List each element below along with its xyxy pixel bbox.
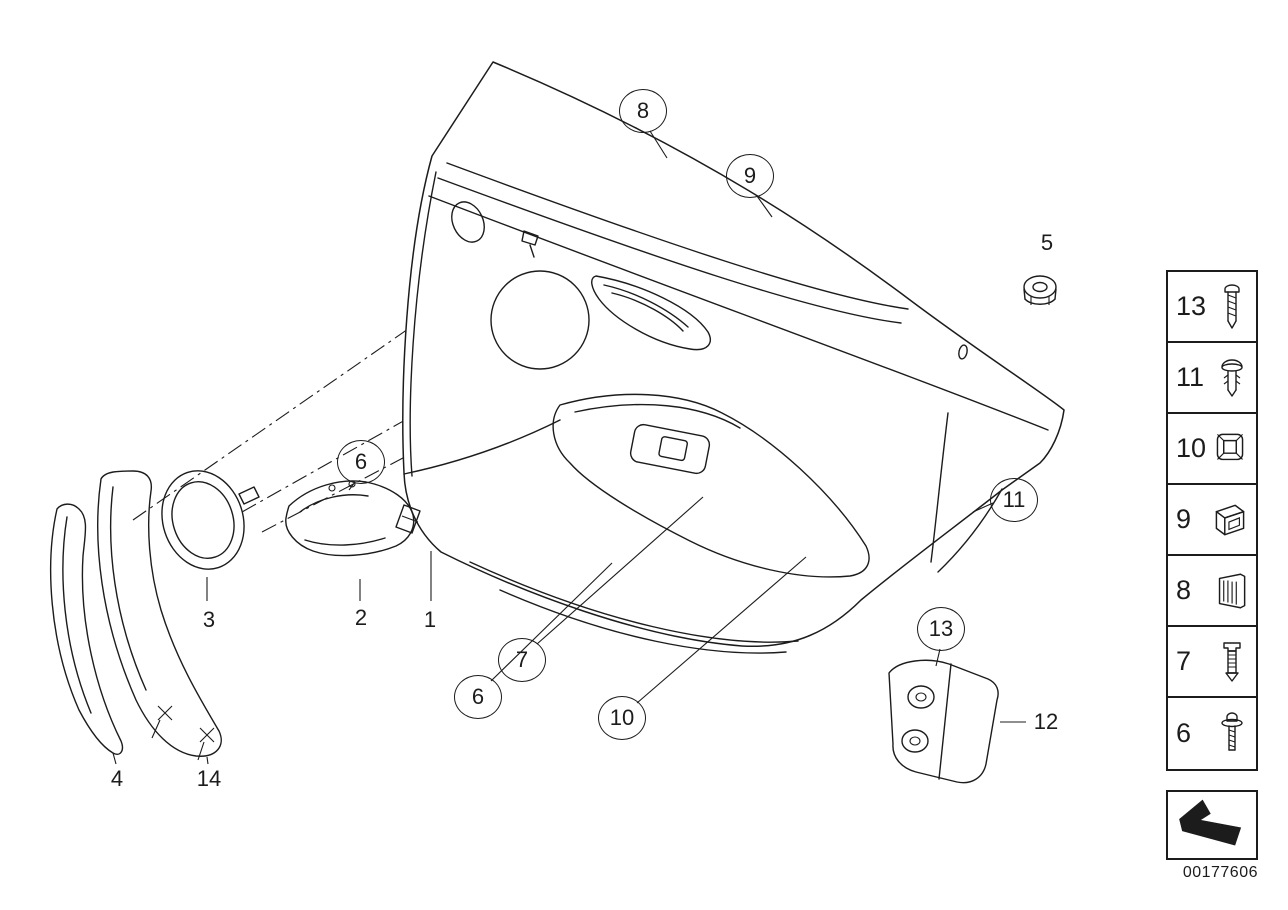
legend-label: 13	[1176, 291, 1207, 321]
expanding-rivet-icon	[1221, 358, 1243, 397]
callout-4: 4	[110, 766, 124, 791]
carrier-part14	[97, 470, 222, 761]
legend-row-11: 11	[1168, 343, 1256, 414]
legend-label: 6	[1176, 718, 1192, 748]
retaining-clip-icon	[1215, 504, 1245, 535]
expansion-fastener-icon	[1223, 641, 1241, 682]
diagram-number: 00177606	[1182, 864, 1258, 881]
legend-row-6: 6	[1168, 698, 1256, 769]
cage-nut-part5	[1023, 275, 1057, 305]
travel-direction-box	[1166, 790, 1258, 860]
speaker-ring-part3	[161, 470, 260, 570]
hardware-legend: 13 11 10	[1166, 270, 1258, 771]
callout-14: 14	[196, 766, 222, 791]
legend-label: 7	[1176, 646, 1192, 676]
trim-strip-part4	[50, 503, 124, 755]
legend-label: 10	[1176, 433, 1207, 463]
legend-label: 8	[1176, 575, 1192, 605]
callout-6-upper: 6	[337, 440, 385, 484]
legend-row-7: 7	[1168, 627, 1256, 698]
travel-direction-arrow-icon	[1179, 799, 1242, 846]
armrest	[552, 393, 870, 578]
callout-1: 1	[423, 607, 437, 632]
callout-12: 12	[1033, 709, 1059, 734]
callout-6-lower: 6	[454, 675, 502, 719]
door-handle	[591, 275, 711, 351]
grommet-icon	[1216, 433, 1244, 460]
callout-5: 5	[1040, 230, 1054, 255]
window-switch	[629, 423, 711, 475]
callout-7: 7	[498, 638, 546, 682]
legend-label: 9	[1176, 504, 1192, 534]
pull-handle-part2	[285, 480, 421, 557]
callout-10: 10	[598, 696, 646, 740]
callout-2: 2	[354, 605, 368, 630]
callout-9: 9	[726, 154, 774, 198]
callout-8: 8	[619, 89, 667, 133]
legend-label: 11	[1176, 362, 1205, 392]
callout-13: 13	[917, 607, 965, 651]
door-panel	[402, 61, 1065, 654]
legend-row-9: 9	[1168, 485, 1256, 556]
legend-row-10: 10	[1168, 414, 1256, 485]
legend-row-8: 8	[1168, 556, 1256, 627]
callout-11: 11	[990, 478, 1038, 522]
crash-pad-part12	[888, 659, 999, 784]
clamp-icon	[1218, 573, 1246, 608]
legend-row-13: 13	[1168, 272, 1256, 343]
tapping-screw-icon	[1224, 283, 1240, 329]
flange-screw-icon	[1221, 711, 1243, 751]
callout-3: 3	[202, 607, 216, 632]
